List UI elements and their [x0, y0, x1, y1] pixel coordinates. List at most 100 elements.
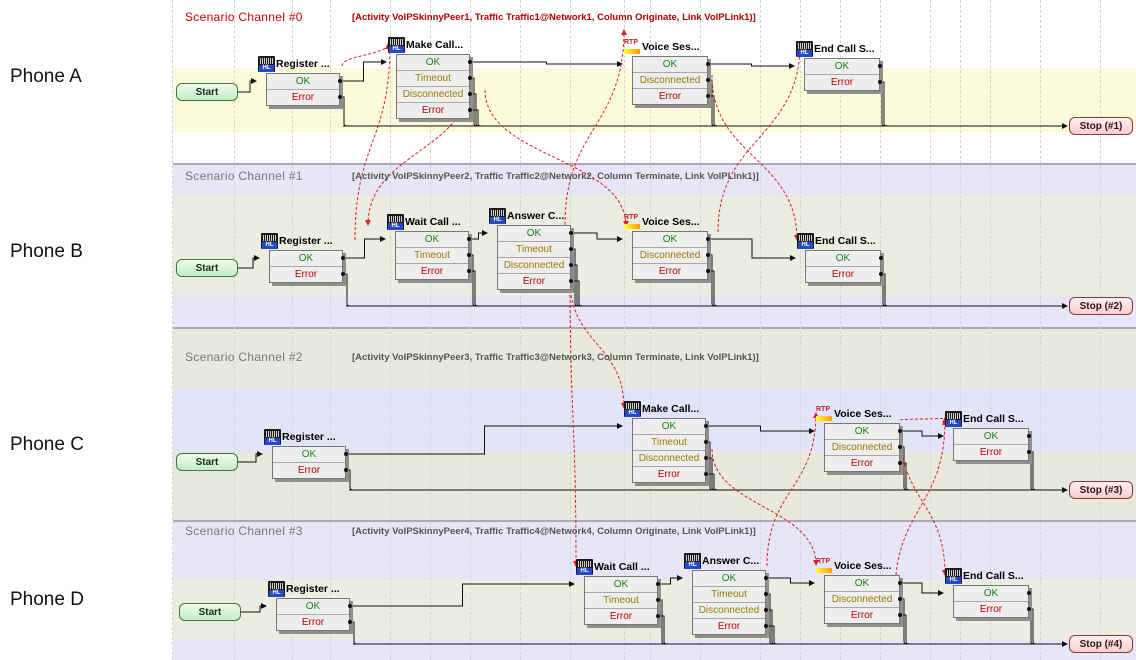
output-port-ok[interactable]: OK	[954, 586, 1031, 602]
lane-separator	[173, 327, 1136, 329]
node-header: Register ...	[258, 55, 330, 73]
node-header: Answer C...	[489, 207, 564, 225]
output-port-error[interactable]: Error	[805, 75, 882, 90]
output-port-error[interactable]: Error	[585, 609, 660, 624]
hl-signaling-icon	[684, 553, 701, 569]
output-port-ok[interactable]: OK	[498, 226, 573, 242]
grid-line	[1040, 0, 1041, 660]
grid-line	[700, 0, 701, 660]
output-port-timeout[interactable]: Timeout	[498, 242, 573, 258]
hl-signaling-icon	[624, 401, 641, 417]
output-port-disconnected[interactable]: Disconnected	[825, 592, 902, 608]
lane-separator	[173, 163, 1136, 165]
output-port-error[interactable]: Error	[633, 264, 710, 279]
output-port-ok[interactable]: OK	[267, 74, 342, 90]
output-port-disconnected[interactable]: Disconnected	[498, 258, 573, 274]
output-port-disconnected[interactable]: Disconnected	[397, 87, 472, 103]
node-title: End Call S...	[814, 43, 875, 55]
hl-signaling-icon	[261, 233, 278, 249]
output-port-error[interactable]: Error	[273, 463, 348, 478]
output-port-ok[interactable]: OK	[633, 419, 708, 435]
stop-node[interactable]: Stop (#2)	[1069, 297, 1133, 315]
output-port-ok[interactable]: OK	[397, 55, 472, 71]
hl-signaling-icon	[264, 429, 281, 445]
flow-connector	[899, 582, 944, 596]
start-node[interactable]: Start	[176, 259, 238, 277]
node-title: Wait Call ...	[594, 561, 650, 573]
node-header: End Call S...	[797, 232, 876, 250]
output-port-timeout[interactable]: Timeout	[633, 435, 708, 451]
output-port-ok[interactable]: OK	[825, 576, 902, 592]
output-port-ok[interactable]: OK	[806, 251, 883, 267]
stop-node[interactable]: Stop (#4)	[1069, 635, 1133, 653]
output-port-timeout[interactable]: Timeout	[397, 71, 472, 87]
phone-label: Phone C	[10, 434, 84, 455]
flow-connector	[1028, 451, 1038, 491]
hl-signaling-icon	[387, 214, 404, 230]
output-port-ok[interactable]: OK	[633, 232, 710, 248]
output-port-ok[interactable]: OK	[396, 232, 471, 248]
output-port-disconnected[interactable]: Disconnected	[633, 451, 708, 467]
flow-connector	[705, 425, 815, 434]
stop-node[interactable]: Stop (#3)	[1069, 481, 1133, 499]
channel-title: Scenario Channel #3	[185, 524, 303, 538]
start-node[interactable]: Start	[176, 453, 238, 471]
output-port-error[interactable]: Error	[633, 467, 708, 482]
output-port-error[interactable]: Error	[825, 456, 902, 471]
output-port-disconnected[interactable]: Disconnected	[825, 440, 902, 456]
output-port-error[interactable]: Error	[806, 267, 883, 282]
output-port-error[interactable]: Error	[954, 445, 1031, 460]
flow-connector	[342, 273, 352, 307]
output-port-timeout[interactable]: Timeout	[693, 587, 768, 603]
node-header: End Call S...	[945, 567, 1024, 585]
output-port-error[interactable]: Error	[825, 608, 902, 623]
output-port-ok[interactable]: OK	[805, 59, 882, 75]
grid-line	[930, 0, 931, 660]
signal-arrow	[711, 448, 819, 566]
grid-line	[880, 0, 881, 660]
output-port-error[interactable]: Error	[498, 274, 573, 289]
output-port-timeout[interactable]: Timeout	[585, 593, 660, 609]
flow-connector	[880, 273, 890, 307]
flow-connector	[707, 63, 795, 69]
start-node[interactable]: Start	[179, 603, 241, 621]
signal-arrow	[365, 77, 471, 226]
output-port-error[interactable]: Error	[633, 89, 710, 104]
output-port-ok[interactable]: OK	[825, 424, 902, 440]
stop-node[interactable]: Stop (#1)	[1069, 117, 1133, 135]
node-header: Make Call...	[624, 400, 699, 418]
output-port-error[interactable]: Error	[693, 619, 768, 634]
output-port-error[interactable]: Error	[277, 615, 352, 630]
output-port-error[interactable]: Error	[270, 267, 345, 282]
output-port-ok[interactable]: OK	[585, 577, 660, 593]
output-port-ok[interactable]: OK	[277, 599, 352, 615]
output-port-error[interactable]: Error	[396, 264, 471, 279]
output-port-ok[interactable]: OK	[273, 447, 348, 463]
output-port-error[interactable]: Error	[397, 103, 472, 118]
output-port-disconnected[interactable]: Disconnected	[693, 603, 768, 619]
node-title: Voice Ses...	[834, 408, 892, 420]
output-port-disconnected[interactable]: Disconnected	[633, 248, 710, 264]
output-port-timeout[interactable]: Timeout	[396, 248, 471, 264]
flow-connector	[879, 81, 889, 127]
signal-arrow	[899, 427, 948, 576]
output-port-ok[interactable]: OK	[633, 57, 710, 73]
start-node[interactable]: Start	[176, 83, 238, 101]
node-header: Register ...	[264, 428, 336, 446]
output-port-ok[interactable]: OK	[693, 571, 768, 587]
hl-signaling-icon	[388, 37, 405, 53]
hl-signaling-icon	[576, 559, 593, 575]
output-port-disconnected[interactable]: Disconnected	[633, 73, 710, 89]
output-port-error[interactable]: Error	[267, 90, 342, 105]
output-port-ok[interactable]: OK	[270, 251, 345, 267]
output-port-error[interactable]: Error	[954, 602, 1031, 617]
output-port-ok[interactable]: OK	[954, 429, 1031, 445]
signal-arrow	[717, 43, 803, 233]
